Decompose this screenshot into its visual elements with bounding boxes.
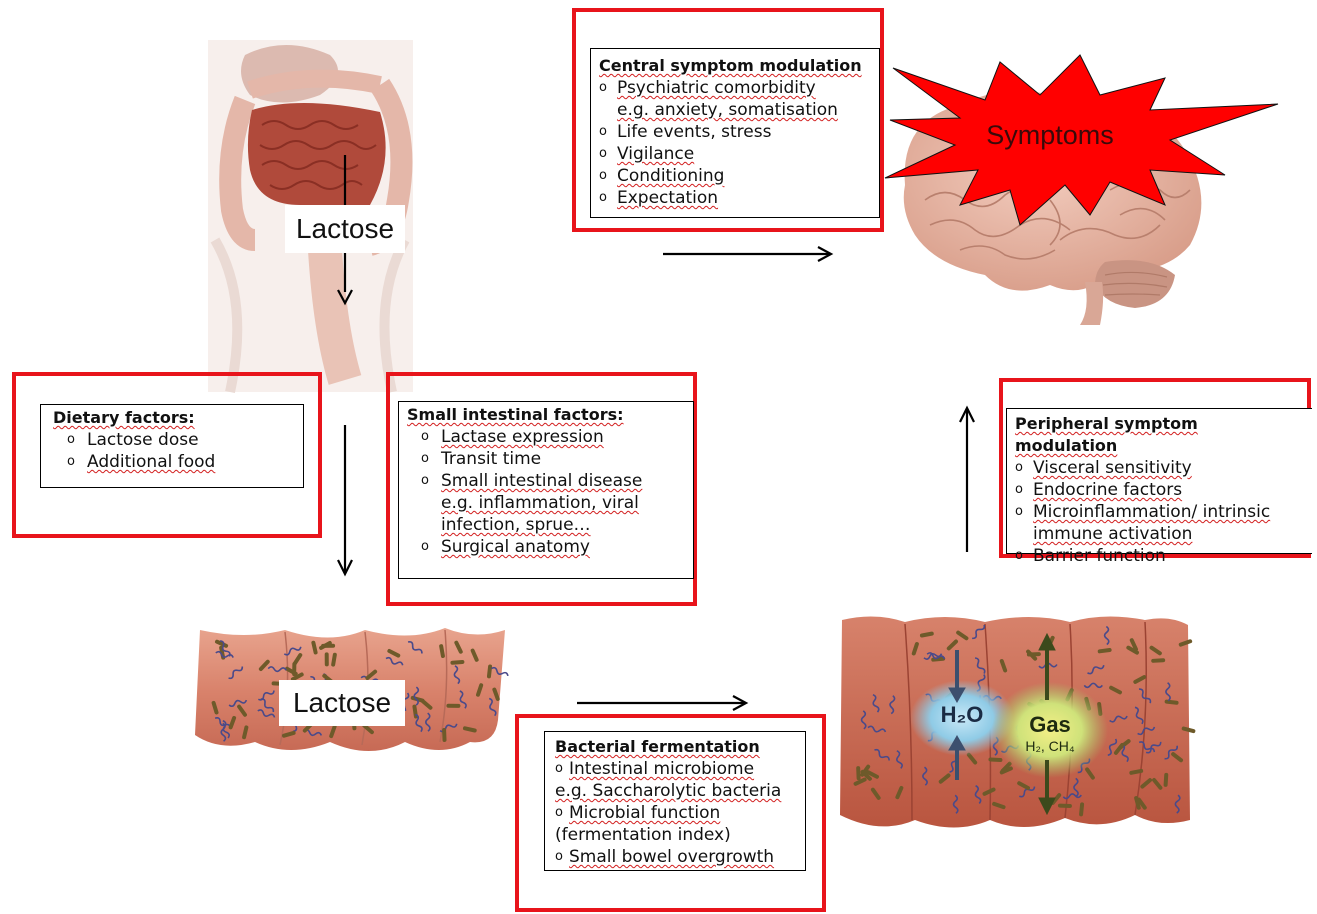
lactose-label-bottom: Lactose: [279, 680, 405, 726]
bacterial-item: Microbial function: [555, 802, 795, 824]
small-intestinal-item: Surgical anatomy: [407, 536, 685, 558]
peripheral-item: Barrier function: [1015, 545, 1304, 567]
symptoms-label: Symptoms: [965, 120, 1135, 151]
central-item: e.g. anxiety, somatisation: [599, 99, 871, 121]
peripheral-title: Peripheral symptom modulation: [1015, 413, 1304, 457]
dietary-item: Lactose dose: [53, 429, 291, 451]
bacteria-rod: [1151, 658, 1165, 663]
bacteria-rod: [988, 757, 1002, 762]
peripheral-symptom-box: Peripheral symptom modulation Visceral s…: [1006, 408, 1312, 554]
lactose-label-top: Lactose: [285, 205, 405, 253]
bacteria-rod: [446, 704, 460, 708]
colon-fermentation-illustration: [840, 616, 1196, 827]
small-intestinal-item: e.g. inflammation, viral: [407, 492, 685, 514]
bacteria-rod: [1058, 804, 1072, 808]
bacteria-rod: [1027, 652, 1041, 657]
dietary-item: Additional food: [53, 451, 291, 473]
bacterial-item: Intestinal microbiome: [555, 758, 795, 780]
small-intestinal-item: infection, sprue…: [407, 514, 685, 536]
bacterial-title: Bacterial fermentation: [555, 736, 795, 758]
central-symptom-box: Central symptom modulation Psychiatric c…: [590, 48, 880, 218]
central-item: Conditioning: [599, 165, 871, 187]
bacterial-item: e.g. Saccharolytic bacteria: [555, 780, 795, 802]
small-intestinal-item: Lactase expression: [407, 426, 685, 448]
bacteria-rod: [856, 766, 861, 780]
central-item: Life events, stress: [599, 121, 871, 143]
bacterial-fermentation-box: Bacterial fermentation Intestinal microb…: [544, 731, 806, 871]
small-intestinal-title: Small intestinal factors:: [407, 404, 685, 426]
peripheral-item: Endocrine factors: [1015, 479, 1304, 501]
central-item: Psychiatric comorbidity: [599, 77, 871, 99]
bacteria-rod: [292, 662, 296, 676]
gas-sub-label: H₂, CH₄: [1010, 738, 1090, 754]
small-intestinal-box: Small intestinal factors: Lactase expres…: [398, 401, 694, 579]
bacterial-item: (fermentation index): [555, 824, 795, 846]
dietary-title: Dietary factors:: [53, 407, 291, 429]
central-title: Central symptom modulation: [599, 55, 871, 77]
small-intestinal-item: Transit time: [407, 448, 685, 470]
bacteria-rod: [325, 652, 329, 666]
peripheral-item: Microinflammation/ intrinsic: [1015, 501, 1304, 523]
peripheral-item: immune activation: [1015, 523, 1304, 545]
peripheral-item: Visceral sensitivity: [1015, 457, 1304, 479]
dietary-factors-box: Dietary factors: Lactose dose Additional…: [40, 404, 304, 488]
bacteria-rod: [442, 728, 447, 742]
bacterial-item: Small bowel overgrowth: [555, 846, 795, 868]
h2o-label: H₂O: [930, 702, 994, 728]
central-item: Vigilance: [599, 143, 871, 165]
central-item: Expectation: [599, 187, 871, 209]
small-intestinal-item: Small intestinal disease: [407, 470, 685, 492]
gas-label: Gas: [1020, 712, 1080, 738]
